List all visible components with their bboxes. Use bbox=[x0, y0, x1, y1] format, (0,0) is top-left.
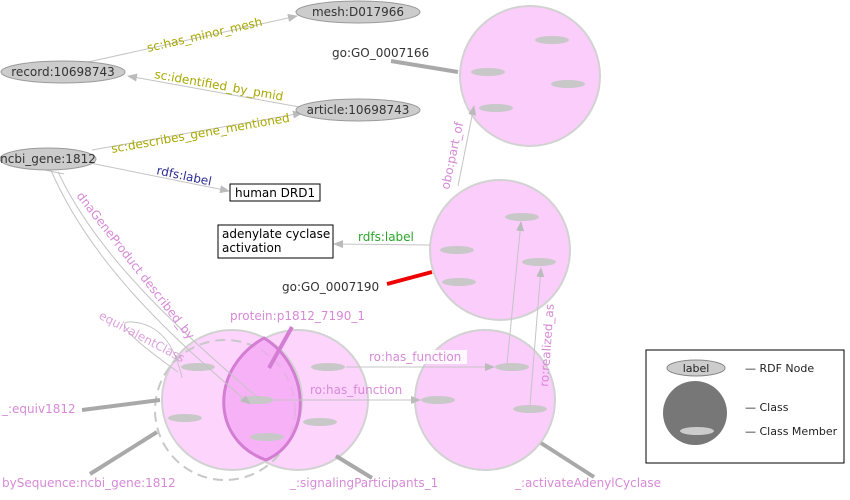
edge-label-dna-gene-product: dnaGeneProduct described_by bbox=[74, 189, 198, 342]
node-gene bbox=[0, 147, 97, 171]
connector-protein bbox=[267, 326, 294, 369]
legend-member-sample bbox=[680, 427, 714, 435]
legend: label — RDF Node — Class — Class Member bbox=[645, 349, 845, 464]
member-ellipse bbox=[522, 258, 556, 266]
member-ellipse bbox=[505, 213, 539, 221]
edge-obo-part-of bbox=[457, 105, 477, 187]
edge-realized-as-2 bbox=[529, 267, 545, 406]
literal-adenylate-line1: adenylate cyclase bbox=[222, 227, 330, 241]
edge-describes-gene bbox=[91, 110, 303, 151]
edge-label-has-function-1: ro:has_function bbox=[369, 350, 461, 364]
edge-realized-as-1 bbox=[506, 221, 525, 365]
member-ellipse bbox=[442, 278, 476, 286]
edge-label-realized-as: ro:realized_as bbox=[537, 303, 557, 387]
legend-class: — Class bbox=[745, 401, 789, 414]
literal-human-drd1-box bbox=[229, 183, 321, 202]
node-record-label: record:10698743 bbox=[11, 65, 114, 79]
node-gene-label: ncbi_gene:1812 bbox=[0, 152, 96, 166]
edge-gene-return bbox=[44, 169, 65, 175]
connector-go-0007166 bbox=[390, 59, 459, 74]
edge-label-has-function-1-bg bbox=[367, 350, 467, 364]
connector-go-0007190 bbox=[386, 270, 433, 286]
node-article-label: article:10698743 bbox=[307, 103, 410, 117]
member-ellipse bbox=[303, 418, 337, 426]
edge-label-identified-by-pmid: sc:identified_by_pmid bbox=[153, 67, 284, 103]
label-go-0007166: go:GO_0007166 bbox=[332, 46, 429, 60]
legend-node-sample-label: label bbox=[683, 362, 710, 375]
member-ellipse bbox=[168, 414, 202, 422]
member-ellipse bbox=[311, 363, 345, 371]
connector-bysequence bbox=[88, 430, 159, 476]
edge-label-rdfs-label-1: rdfs:label bbox=[155, 163, 213, 188]
node-article bbox=[295, 98, 421, 122]
edge-label-has-function-2: ro:has_function bbox=[310, 383, 402, 397]
label-bysequence: bySequence:ncbi_gene:1812 bbox=[2, 476, 176, 490]
member-ellipse bbox=[471, 68, 505, 76]
node-record bbox=[0, 60, 126, 84]
member-ellipse bbox=[421, 396, 455, 404]
legend-rdf-node: — RDF Node bbox=[745, 362, 814, 375]
edge-label-describes-gene: sc:describes_gene_mentioned bbox=[110, 111, 291, 156]
label-protein: protein:p1812_7190_1 bbox=[230, 309, 365, 323]
connector-signaling bbox=[334, 454, 374, 480]
edge-dna-gene-product-inner bbox=[49, 167, 251, 405]
label-go-0007190: go:GO_0007190 bbox=[282, 280, 379, 294]
legend-class-sample bbox=[663, 381, 727, 445]
connector-equiv bbox=[81, 398, 161, 412]
member-ellipse bbox=[479, 104, 513, 112]
literal-adenylate-line2: activation bbox=[222, 241, 281, 255]
member-ellipse bbox=[535, 36, 569, 44]
literal-human-drd1: human DRD1 bbox=[235, 186, 315, 200]
edge-dna-gene-product-outer bbox=[57, 171, 259, 399]
legend-node-sample bbox=[666, 359, 726, 377]
edge-rdfs-label-adenylate bbox=[333, 240, 431, 249]
literal-adenylate-box bbox=[217, 224, 334, 259]
edge-rdfs-label-gene bbox=[89, 162, 230, 194]
edge-label-rdfs-label-2: rdfs:label bbox=[358, 230, 414, 244]
member-ellipse bbox=[181, 363, 215, 371]
edge-label-obo-part-of: obo:part_of bbox=[438, 120, 466, 191]
member-ellipse bbox=[250, 433, 284, 441]
label-equiv: _:equiv1812 bbox=[1, 402, 76, 416]
label-signaling: _:signalingParticipants_1 bbox=[289, 476, 438, 490]
edge-has-minor-mesh bbox=[87, 14, 298, 63]
member-ellipse bbox=[495, 363, 529, 371]
class-go-0007166 bbox=[459, 5, 601, 147]
connector-activate bbox=[539, 441, 596, 479]
edge-identified-by-pmid bbox=[127, 73, 306, 109]
node-mesh bbox=[295, 0, 421, 24]
node-mesh-label: mesh:D017966 bbox=[312, 5, 404, 19]
label-activate: _:activateAdenylCyclase bbox=[514, 476, 661, 490]
member-ellipse bbox=[513, 405, 547, 413]
legend-class-member: — Class Member bbox=[745, 425, 838, 438]
edge-equivalent-class-loop bbox=[124, 321, 183, 379]
edge-label-has-minor-mesh: sc:has_minor_mesh bbox=[146, 15, 264, 55]
member-ellipse bbox=[551, 80, 585, 88]
member-ellipse bbox=[440, 246, 474, 254]
